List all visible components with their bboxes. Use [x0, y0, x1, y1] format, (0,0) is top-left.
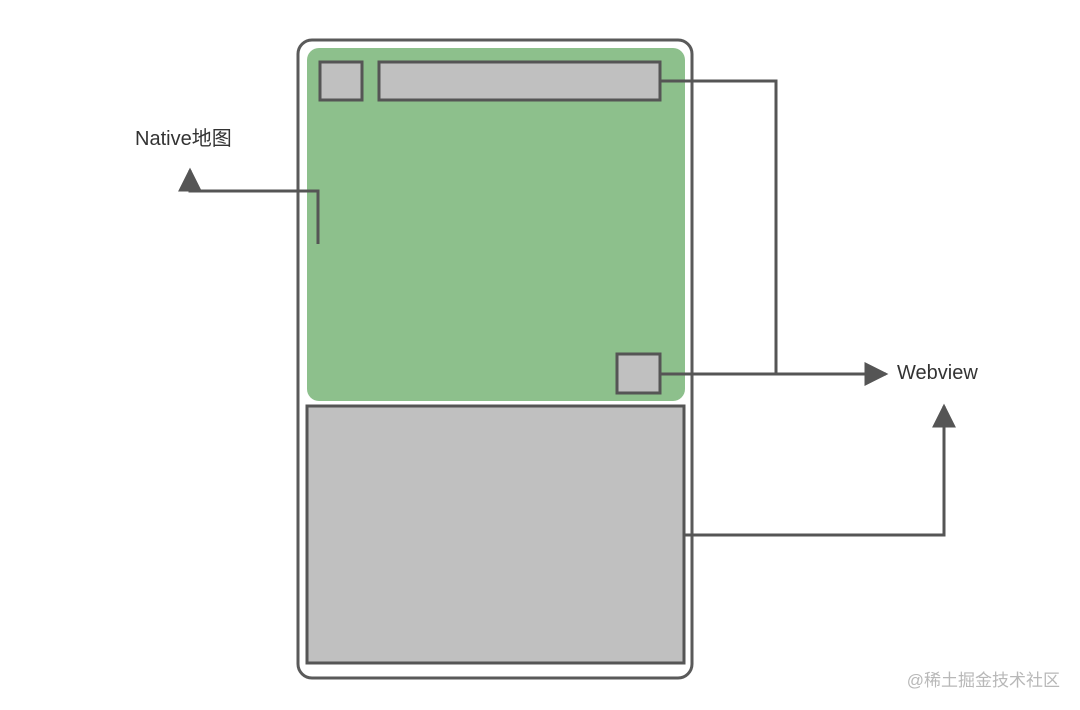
- watermark-text: @稀土掘金技术社区: [906, 671, 1060, 690]
- webview-top-bar-box: [377, 60, 662, 102]
- webview-small-top-left-box: [318, 60, 364, 102]
- webview-bottom-right-box: [615, 352, 662, 395]
- webview-label: Webview: [897, 362, 978, 384]
- native-map-arrow: [178, 167, 320, 244]
- webview-bottom-panel: [305, 404, 686, 665]
- connector-bottom-panel-arrow: [684, 403, 956, 537]
- native-map-area: [307, 48, 685, 401]
- native-map-label: Native地图: [135, 128, 232, 150]
- connector-top-bar: [660, 79, 778, 374]
